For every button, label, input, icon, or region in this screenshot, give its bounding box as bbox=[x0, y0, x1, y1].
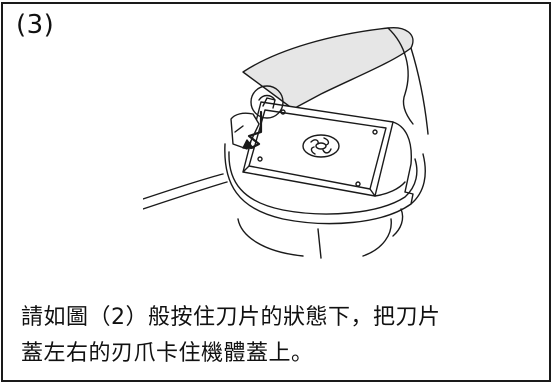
instruction-panel: (3) bbox=[1, 2, 551, 382]
blade-cover-illustration bbox=[143, 27, 429, 259]
instruction-line-1: 請如圖（2）般按住刀片的狀態下，把刀片 bbox=[21, 305, 441, 330]
instruction-line-2: 蓋左右的刃爪卡住機體蓋上。 bbox=[21, 341, 314, 366]
step-number: (3) bbox=[16, 10, 55, 40]
instruction-text: 請如圖（2）般按住刀片的狀態下，把刀片 蓋左右的刃爪卡住機體蓋上。 bbox=[21, 300, 541, 372]
